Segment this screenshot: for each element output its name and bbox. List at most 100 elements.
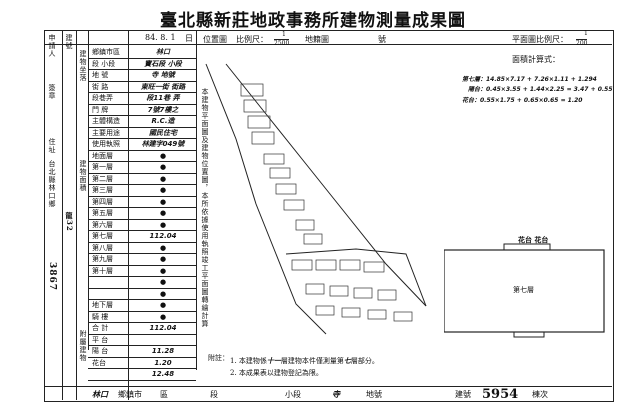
plan-scale-label: 平面圖比例尺： xyxy=(512,35,568,44)
table-row-divider xyxy=(88,218,196,220)
table-row-label: 花台 xyxy=(92,358,106,367)
table-row-divider xyxy=(88,299,196,300)
table-row-divider xyxy=(88,276,196,277)
table-row-divider xyxy=(88,264,196,266)
table-row-label: 第二層 xyxy=(92,174,113,183)
location-label: 建物坐落 xyxy=(79,50,87,82)
table-row-label: 使用執照 xyxy=(92,140,120,148)
area-calc-label: 面積計算式： xyxy=(512,55,560,64)
cert-text: 台北縣林口鄉 xyxy=(48,160,56,208)
table-row-value: 寺 地號 xyxy=(151,71,175,79)
location-map-label: 位置圖 xyxy=(203,35,227,44)
sign-label: 簽章 xyxy=(48,84,56,100)
table-row-divider xyxy=(88,356,196,358)
table-row-divider xyxy=(88,368,196,369)
table-row-value: 東旺一街 街路 xyxy=(140,82,186,91)
table-row-label: 街 路 xyxy=(92,82,109,91)
floor-label: 第七層 xyxy=(513,286,534,294)
note-1: 1. 本建物係十一層建物本件僅測量第七層部分。 xyxy=(230,357,379,365)
attached-label: 附屬建物 xyxy=(79,330,87,362)
document-frame xyxy=(44,30,614,402)
table-row-divider xyxy=(88,138,196,139)
applicant-label: 申請人 xyxy=(48,34,56,58)
table-row-value: ● xyxy=(159,186,167,194)
table-row-label: 地 號 xyxy=(92,71,109,79)
formula-floor: 第七層：14.85×7.17 + 7.26×1.11 + 1.294 xyxy=(462,76,597,83)
page-title: 臺北縣新莊地政事務所建物測量成果圖 xyxy=(160,11,466,31)
header-divider xyxy=(44,44,612,45)
building-area-label: 建物面積 xyxy=(79,160,87,192)
table-row-label: 第三層 xyxy=(92,186,113,194)
footer-township: 林口 xyxy=(92,390,108,399)
table-row-label: 段 小段 xyxy=(92,59,116,68)
table-row-divider xyxy=(88,207,196,208)
table-row-label: 第十層 xyxy=(92,266,113,275)
cert-number: 3867 xyxy=(47,262,57,292)
table-row-value: ● xyxy=(159,163,167,171)
formula-planter: 花台：0.55×1.75 + 0.65×0.65 = 1.20 xyxy=(462,97,583,104)
table-row-value: ● xyxy=(159,243,167,252)
address-label: 住址 xyxy=(48,138,56,154)
table-row-label: 門 牌 xyxy=(92,105,109,114)
table-row-divider xyxy=(88,92,196,93)
table-row-label: 騎 樓 xyxy=(92,312,109,321)
approval-no: 龍32 xyxy=(65,212,74,232)
table-row-value: ● xyxy=(159,255,167,263)
table-row-label: 第六層 xyxy=(92,220,113,229)
table-row-label: 段巷弄 xyxy=(92,94,113,102)
table-row-value: 國民住宅 xyxy=(149,128,177,137)
table-row-value: ● xyxy=(159,209,167,217)
table-row-divider xyxy=(88,322,196,323)
table-row-value: 112.04 xyxy=(149,324,177,332)
table-row-divider xyxy=(88,345,196,346)
table-row-label: 第一層 xyxy=(92,163,113,171)
table-row-divider xyxy=(88,149,196,151)
table-row-label: 第九層 xyxy=(92,255,113,263)
table-row-value: 7號7樓之 xyxy=(147,105,179,114)
table-row-value: 112.04 xyxy=(149,232,177,240)
table-row-value: ● xyxy=(159,151,167,160)
table-row-value: ● xyxy=(159,312,167,321)
table-row-divider xyxy=(88,195,196,197)
footer-land-no: 寺 xyxy=(332,390,340,399)
building-no-label: 建號 xyxy=(65,34,73,50)
table-row-value: 11.28 xyxy=(151,347,175,355)
table-row-divider xyxy=(88,333,196,335)
table-row-divider xyxy=(88,161,196,162)
table-row-label: 鄉鎮市區 xyxy=(92,48,120,56)
location-map xyxy=(205,63,427,335)
table-row-label: 第五層 xyxy=(92,209,113,217)
table-row-divider xyxy=(88,69,196,70)
plan-scale: 200 xyxy=(576,39,588,47)
vertical-note: 本建物平面圖及建物位置圖，本所依據使用執照竣工平面圖轉繪計算 xyxy=(201,88,209,328)
table-row-label: 地面層 xyxy=(92,151,113,160)
table-row-value: ● xyxy=(159,289,167,298)
table-row-value: ● xyxy=(159,266,167,275)
location-scale: 2500 xyxy=(274,39,290,47)
table-row-value: ● xyxy=(159,174,167,183)
table-row-divider xyxy=(88,241,196,243)
table-row-divider xyxy=(88,103,196,105)
table-row-value: 12.48 xyxy=(151,370,175,378)
table-row-label: 地下層 xyxy=(92,301,113,309)
table-row-divider xyxy=(88,230,196,231)
table-row-divider xyxy=(88,126,196,128)
note-2: 2. 本成果表以建物登記為限。 xyxy=(230,369,323,377)
table-row-label: 第七層 xyxy=(92,232,113,240)
table-row-divider xyxy=(88,310,196,312)
table-row-value: R.C.造 xyxy=(151,117,175,125)
table-row-label: 第八層 xyxy=(92,243,113,252)
table-row-divider xyxy=(88,57,196,59)
formula-balcony: 陽台：0.45×3.55 + 1.44×2.25 = 3.47 + 0.55 xyxy=(468,86,613,93)
table-row-label: 第四層 xyxy=(92,197,113,206)
table-row-label: 主體構造 xyxy=(92,117,120,125)
table-row-value: 段11巷 弄 xyxy=(146,94,180,102)
table-row-label: 陽 台 xyxy=(92,347,109,355)
planter-label: 花台 花台 xyxy=(518,235,549,244)
table-row-value: ● xyxy=(159,278,167,286)
table-row-label: 平 台 xyxy=(92,335,109,344)
table-row-divider xyxy=(88,253,196,254)
table-row-divider xyxy=(88,115,196,116)
table-row-value: 寶石段 小段 xyxy=(144,59,182,68)
survey-date: 84. 8. 1 xyxy=(145,33,176,42)
